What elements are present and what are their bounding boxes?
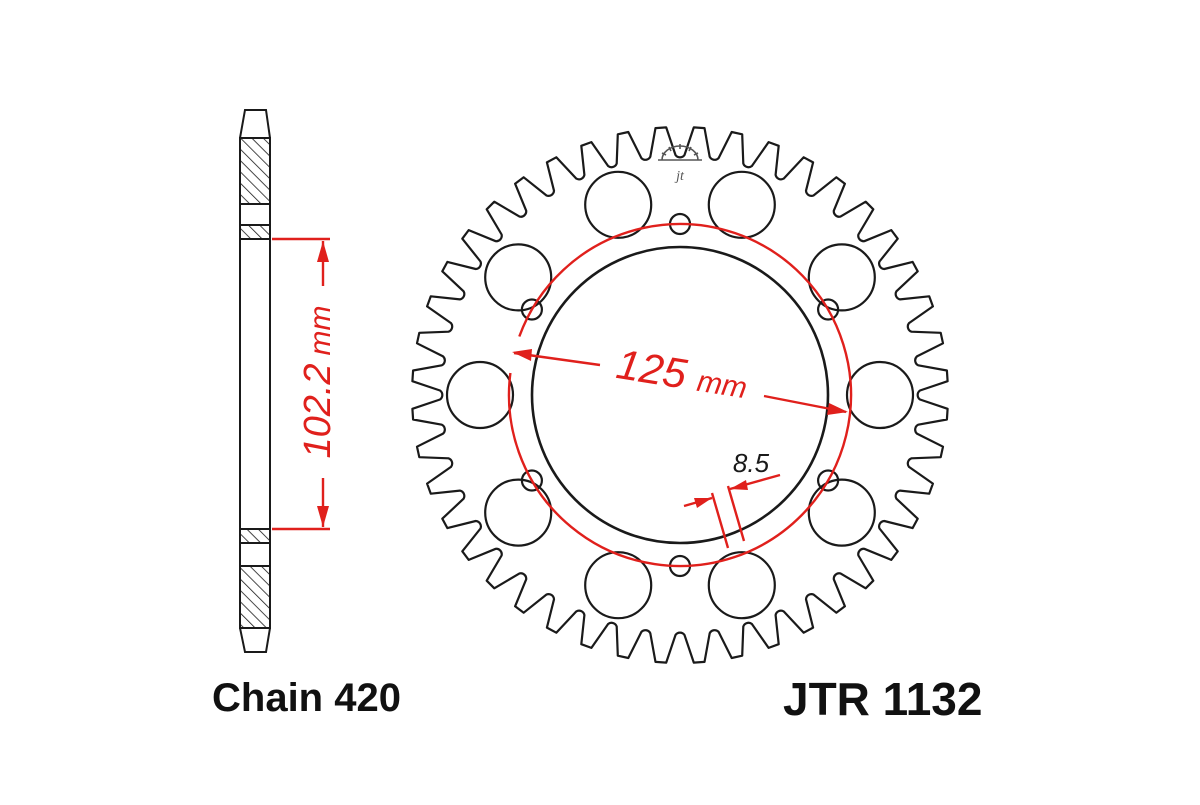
bolt-hole-label: 8.5 [733, 448, 770, 478]
arrow-head-right [827, 403, 848, 415]
lightening-hole [707, 170, 776, 239]
lightening-hole [584, 170, 653, 239]
extension-line [710, 492, 730, 549]
arrow-head-up [317, 241, 329, 262]
arrow-head-left [512, 349, 532, 361]
center-bore [530, 245, 830, 545]
lightening-hole [845, 360, 915, 430]
sprocket-face-view [411, 126, 949, 664]
lightening-hole [484, 478, 553, 547]
extension-line [726, 485, 746, 542]
side-profile-view [239, 109, 271, 653]
hatch-upper-bore [239, 224, 271, 240]
part-number-caption: JTR 1132 [783, 673, 983, 725]
bore-dimension-label: 102.2mm [297, 305, 339, 458]
lightening-hole [807, 478, 876, 547]
hatch-lower-bore [239, 528, 271, 544]
bolt-hole [520, 469, 544, 492]
chain-size-caption: Chain 420 [212, 676, 401, 720]
lightening-hole [484, 243, 553, 312]
arrow-head [730, 480, 748, 490]
hatch-bottom-band [239, 565, 271, 629]
arrow-head [694, 498, 712, 508]
jt-logo-icon: jt [658, 144, 702, 184]
lightening-holes [445, 170, 915, 620]
profile-outline [239, 109, 271, 653]
lightening-hole [807, 243, 876, 312]
hatch-top-band [239, 137, 271, 205]
arrow-head-down [317, 506, 329, 527]
lightening-hole [584, 551, 653, 620]
bolt-hole [816, 469, 840, 492]
bore-dimension: 102.2mm [272, 237, 339, 531]
lightening-hole [707, 551, 776, 620]
sprocket-tooth-outline [411, 126, 949, 664]
svg-text:jt: jt [674, 169, 685, 184]
bolt-hole [816, 298, 840, 321]
bolt-circle [507, 222, 853, 568]
bolt-hole [520, 298, 544, 321]
bolt-hole-dimension: 8.5 [683, 448, 781, 549]
lightening-hole [445, 360, 515, 430]
